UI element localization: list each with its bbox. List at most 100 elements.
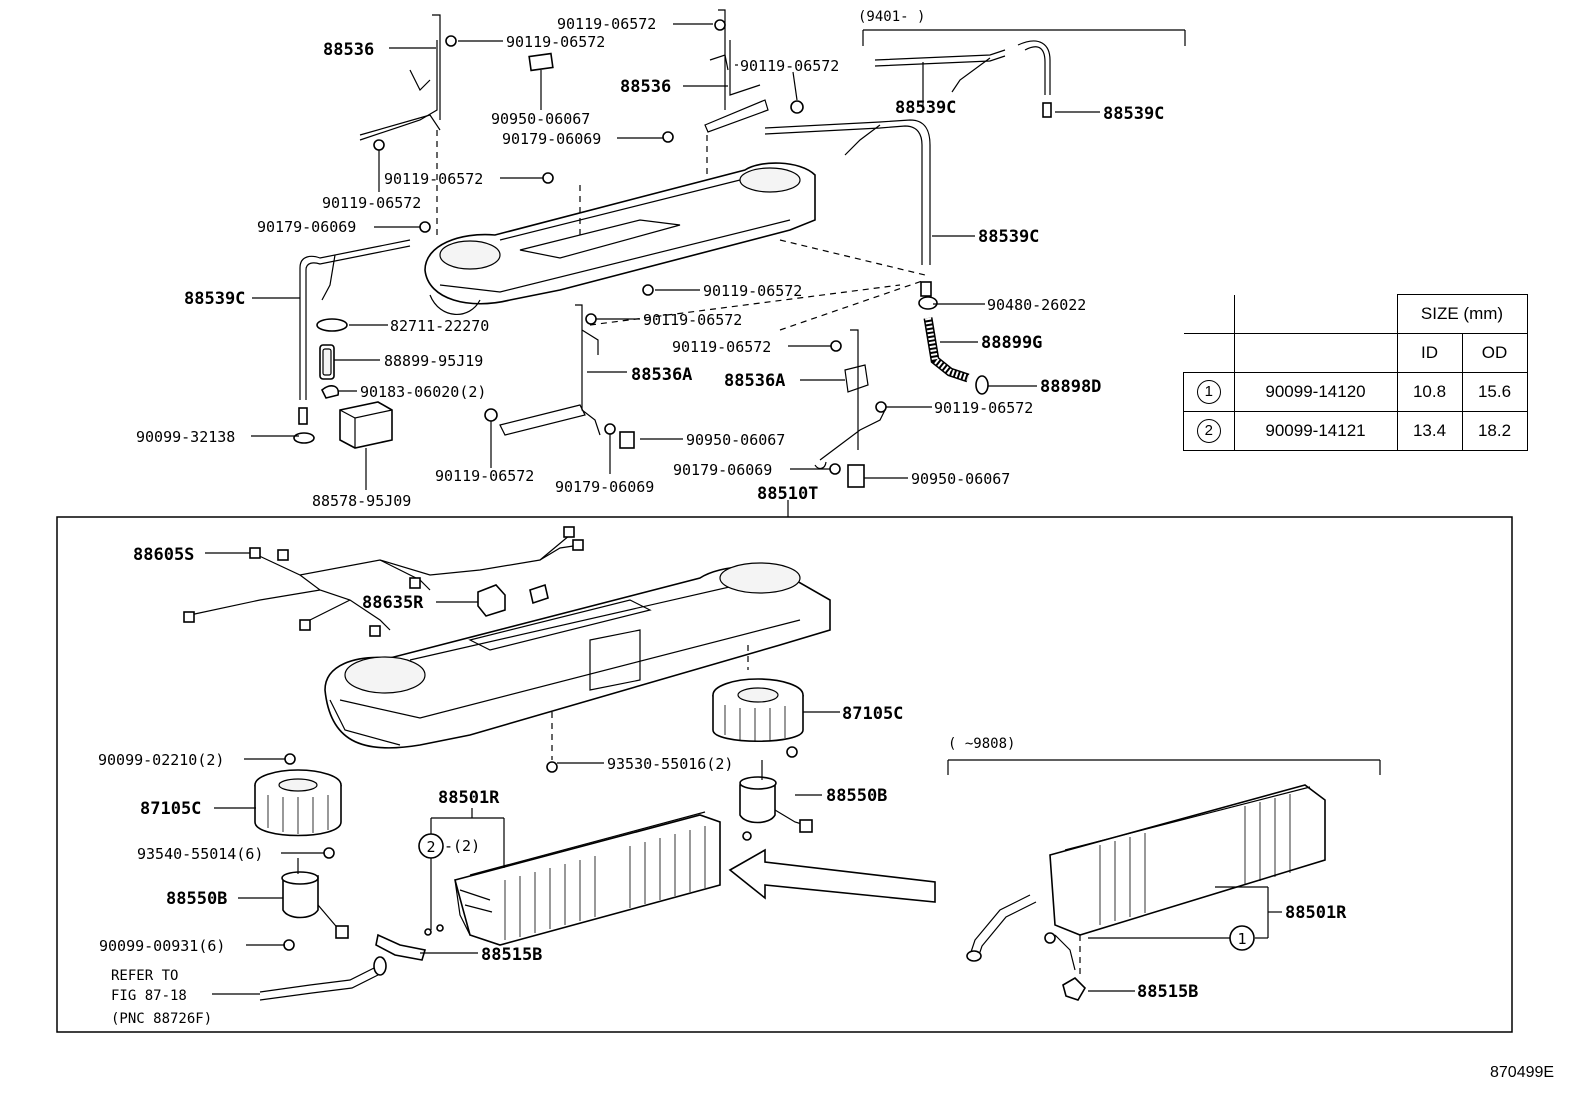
size-table-part: 90099-14120 — [1233, 372, 1398, 412]
label-88515b-right: 88515B — [1137, 982, 1198, 1002]
blower-fan-87105c-left — [254, 769, 342, 837]
bracket-88536-right — [704, 9, 769, 175]
label-88536-right: 88536 — [620, 77, 671, 97]
evaporator-88501r-early — [947, 759, 1381, 1001]
drain-hose-88539c-top — [862, 29, 1186, 118]
label-88536a-left: 88536A — [631, 365, 692, 385]
label-90179-d: 90179-06069 — [555, 478, 654, 496]
label-88635r: 88635R — [362, 593, 424, 613]
guide-line-2 — [779, 279, 926, 331]
table-row: 2 90099-14121 13.4 18.2 — [1183, 411, 1528, 451]
label-90119-g: 90119-06572 — [643, 311, 742, 329]
label-88578: 88578-95J09 — [312, 492, 411, 510]
relay-88578 — [339, 401, 393, 449]
size-table-col-od: OD — [1461, 333, 1528, 373]
size-table-corner — [1183, 294, 1235, 334]
label-90099-00931: 90099-00931(6) — [99, 937, 225, 955]
upper-cooler-housing — [424, 162, 816, 315]
size-table-corner — [1183, 333, 1235, 373]
label-90950-b: 90950-06067 — [686, 431, 785, 449]
size-table-od: 18.2 — [1461, 411, 1528, 451]
blower-fan-87105c-right — [712, 678, 804, 742]
label-90119-f: 90119-06572 — [703, 282, 802, 300]
label-refer-2: FIG 87-18 — [111, 988, 187, 1004]
kit-frame-88510t — [56, 516, 1513, 1033]
diagram-code: 870499E — [1490, 1064, 1555, 1081]
size-table-corner — [1234, 294, 1398, 334]
label-circle-2-qty: -(2) — [444, 837, 480, 855]
label-88539c-c: 88539C — [978, 227, 1039, 247]
label-88501r-main: 88501R — [438, 788, 500, 808]
lower-cooler-housing — [324, 562, 831, 760]
expansion-valve-88515b-left — [375, 924, 444, 961]
size-table-subheader-row: ID OD — [1183, 333, 1528, 373]
hose-size-table: SIZE (mm) ID OD 1 90099-14120 10.8 15.6 … — [1183, 294, 1528, 451]
label-refer-3: (PNC 88726F) — [111, 1011, 212, 1027]
label-82711: 82711-22270 — [390, 317, 489, 335]
label-88899g: 88899G — [981, 333, 1042, 353]
size-table-header: SIZE (mm) — [1396, 294, 1528, 334]
label-88539c-d: 88539C — [184, 289, 245, 309]
size-table-part: 90099-14121 — [1233, 411, 1398, 451]
label-90179-c: 90179-06069 — [673, 461, 772, 479]
label-90119-i: 90119-06572 — [934, 399, 1033, 417]
corrugated-hose-88899g — [918, 296, 989, 395]
leader-lines — [205, 23, 1282, 995]
label-90119-j: 90119-06572 — [435, 467, 534, 485]
label-90119-c: 90119-06572 — [740, 57, 839, 75]
label-90099-32138: 90099-32138 — [136, 428, 235, 446]
guide-line-1 — [589, 284, 901, 326]
label-88515b-left: 88515B — [481, 945, 542, 965]
size-table-ref: 2 — [1183, 411, 1235, 451]
size-table-id: 10.8 — [1396, 372, 1463, 412]
size-table-ref: 1 — [1183, 372, 1235, 412]
size-table-header-row: SIZE (mm) — [1183, 294, 1528, 334]
blower-motor-88550b-left — [281, 858, 349, 939]
size-table-id: 13.4 — [1396, 411, 1463, 451]
label-93530: 93530-55016(2) — [607, 755, 733, 773]
drain-hose-88539c-middle — [764, 119, 932, 297]
ref-circle-2: 2 — [418, 833, 444, 859]
label-90480: 90480-26022 — [987, 296, 1086, 314]
bracket-88536-left — [359, 14, 441, 240]
label-88539c-b: 88539C — [1103, 104, 1164, 124]
ref-circle-1: 1 — [1229, 925, 1255, 951]
size-table-col-id: ID — [1396, 333, 1463, 373]
table-row: 1 90099-14120 10.8 15.6 — [1183, 372, 1528, 412]
label-90119-d: 90119-06572 — [384, 170, 483, 188]
fasteners-lower — [283, 746, 798, 951]
clip-90183 — [321, 385, 340, 399]
label-87105c-left: 87105C — [140, 799, 201, 819]
evaporator-88501r-main — [454, 811, 721, 946]
label-90099-02210: 90099-02210(2) — [98, 751, 224, 769]
svg-text:1: 1 — [1237, 930, 1246, 948]
blower-motor-88550b-right — [739, 760, 813, 841]
label-88539c-a: 88539C — [895, 98, 956, 118]
label-90119-a: 90119-06572 — [506, 33, 605, 51]
label-88899-95j19: 88899-95J19 — [384, 352, 483, 370]
label-88550b-right: 88550B — [826, 786, 887, 806]
label-88550b-left: 88550B — [166, 889, 227, 909]
label-88536-left: 88536 — [323, 40, 374, 60]
clamp-82711 — [316, 318, 348, 332]
label-90119-b: 90119-06572 — [557, 15, 656, 33]
wiring-harness-88605s — [183, 526, 584, 637]
bracket-88536a-right — [814, 329, 886, 469]
label-87105c-right: 87105C — [842, 704, 903, 724]
svg-text:2: 2 — [426, 838, 435, 856]
connector-88635r — [477, 583, 549, 617]
direction-arrow — [728, 848, 936, 903]
label-range-top: (9401- ) — [858, 9, 925, 25]
label-93540: 93540-55014(6) — [137, 845, 263, 863]
label-90179-b: 90179-06069 — [257, 218, 356, 236]
label-90183: 90183-06020(2) — [360, 383, 486, 401]
label-88898d: 88898D — [1040, 377, 1101, 397]
bracket-88536a-left — [499, 304, 601, 436]
label-range-bottom: ( ~9808) — [948, 736, 1015, 752]
refer-pipe — [259, 956, 387, 1001]
guide-line-3 — [779, 239, 926, 276]
label-88605s: 88605S — [133, 545, 194, 565]
label-refer-1: REFER TO — [111, 968, 178, 984]
label-88536a-right: 88536A — [724, 371, 785, 391]
